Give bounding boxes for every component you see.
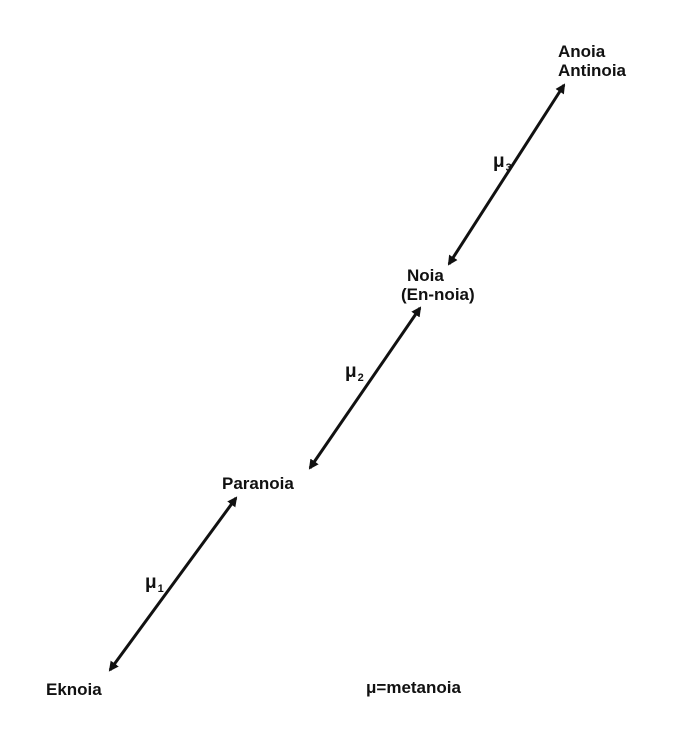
- node-anoia: Anoia Antinoia: [558, 42, 626, 80]
- mu3-symbol: μ: [493, 151, 505, 172]
- node-anoia-label: Anoia: [558, 42, 606, 61]
- node-en-noia-label: (En-noia): [401, 285, 475, 304]
- arrow-paranoia-noia: [308, 306, 422, 470]
- arrow-eknoia-paranoia: [108, 496, 238, 672]
- node-noia: Noia (En-noia): [401, 266, 475, 304]
- node-eknoia-label: Eknoia: [46, 680, 102, 699]
- legend-metanoia: μ=metanoia: [366, 678, 461, 697]
- node-noia-label: Noia: [407, 266, 444, 285]
- mu2-symbol: μ: [345, 361, 357, 382]
- node-eknoia: Eknoia: [46, 680, 102, 699]
- edge-label-mu3: μ3: [493, 151, 512, 175]
- mu3-subscript: 3: [505, 162, 512, 174]
- mu1-symbol: μ: [145, 572, 157, 593]
- node-paranoia-label: Paranoia: [222, 474, 294, 493]
- mu1-subscript: 1: [157, 583, 164, 595]
- arrow-noia-anoia: [447, 83, 566, 266]
- node-antinoia-label: Antinoia: [558, 61, 626, 80]
- node-paranoia: Paranoia: [222, 474, 294, 493]
- edge-label-mu2: μ2: [345, 361, 364, 385]
- edge-label-mu1: μ1: [145, 572, 164, 596]
- mu2-subscript: 2: [357, 372, 364, 384]
